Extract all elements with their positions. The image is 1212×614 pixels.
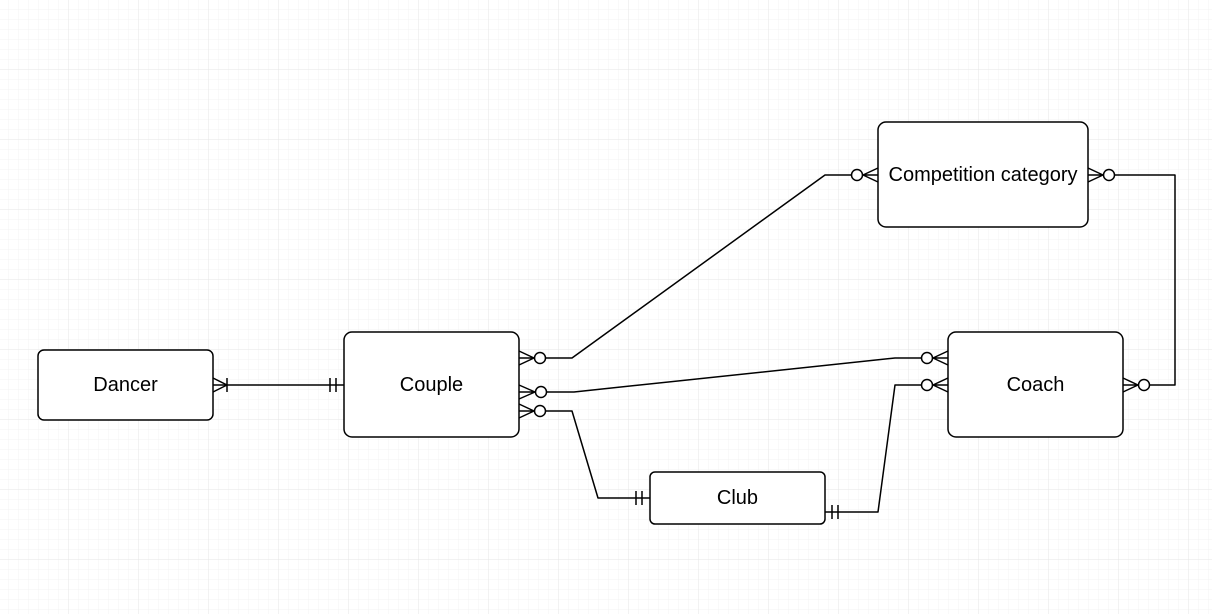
zero-marker — [1137, 378, 1151, 392]
relationship-lines — [212, 167, 1176, 519]
entity-coach[interactable]: Coach — [947, 331, 1124, 438]
connector-line — [545, 410, 650, 499]
connector-line — [1114, 174, 1176, 386]
entity-box — [649, 471, 826, 525]
relationship-dancer-couple[interactable] — [212, 377, 344, 393]
entity-box — [37, 349, 214, 421]
relationship-competition-coach[interactable] — [1087, 167, 1176, 393]
entity-dancer[interactable]: Dancer — [37, 349, 214, 421]
entity-box — [343, 331, 520, 438]
entity-label-coach: Coach — [1007, 374, 1065, 396]
entity-club[interactable]: Club — [649, 471, 826, 525]
connector-line — [545, 174, 851, 359]
one-and-only-one-marker — [635, 491, 643, 505]
zero-marker — [850, 168, 864, 182]
relationship-club-coach[interactable] — [825, 377, 949, 519]
zero-marker — [920, 351, 934, 365]
entity-box — [947, 331, 1124, 438]
one-and-only-one-marker — [831, 505, 839, 519]
entity-box — [877, 121, 1089, 228]
zero-marker — [533, 351, 547, 365]
zero-marker — [533, 404, 547, 418]
entity-label-club: Club — [717, 487, 758, 509]
entity-label-couple: Couple — [400, 374, 463, 396]
entity-competition-category[interactable]: Competition category — [877, 121, 1089, 228]
zero-marker — [534, 385, 548, 399]
relationship-couple-club[interactable] — [518, 403, 650, 505]
zero-marker — [920, 378, 934, 392]
connector-line — [546, 357, 921, 393]
connector-line — [825, 384, 921, 513]
relationship-couple-competition[interactable] — [518, 167, 879, 366]
one-and-only-one-marker — [329, 378, 337, 392]
crowsfoot-one-or-many-marker — [212, 377, 228, 393]
entity-label-competition-category: Competition category — [889, 164, 1078, 186]
entity-couple[interactable]: Couple — [343, 331, 520, 438]
zero-marker — [1102, 168, 1116, 182]
entity-label-dancer: Dancer — [93, 374, 158, 396]
relationship-couple-coach[interactable] — [518, 350, 949, 400]
